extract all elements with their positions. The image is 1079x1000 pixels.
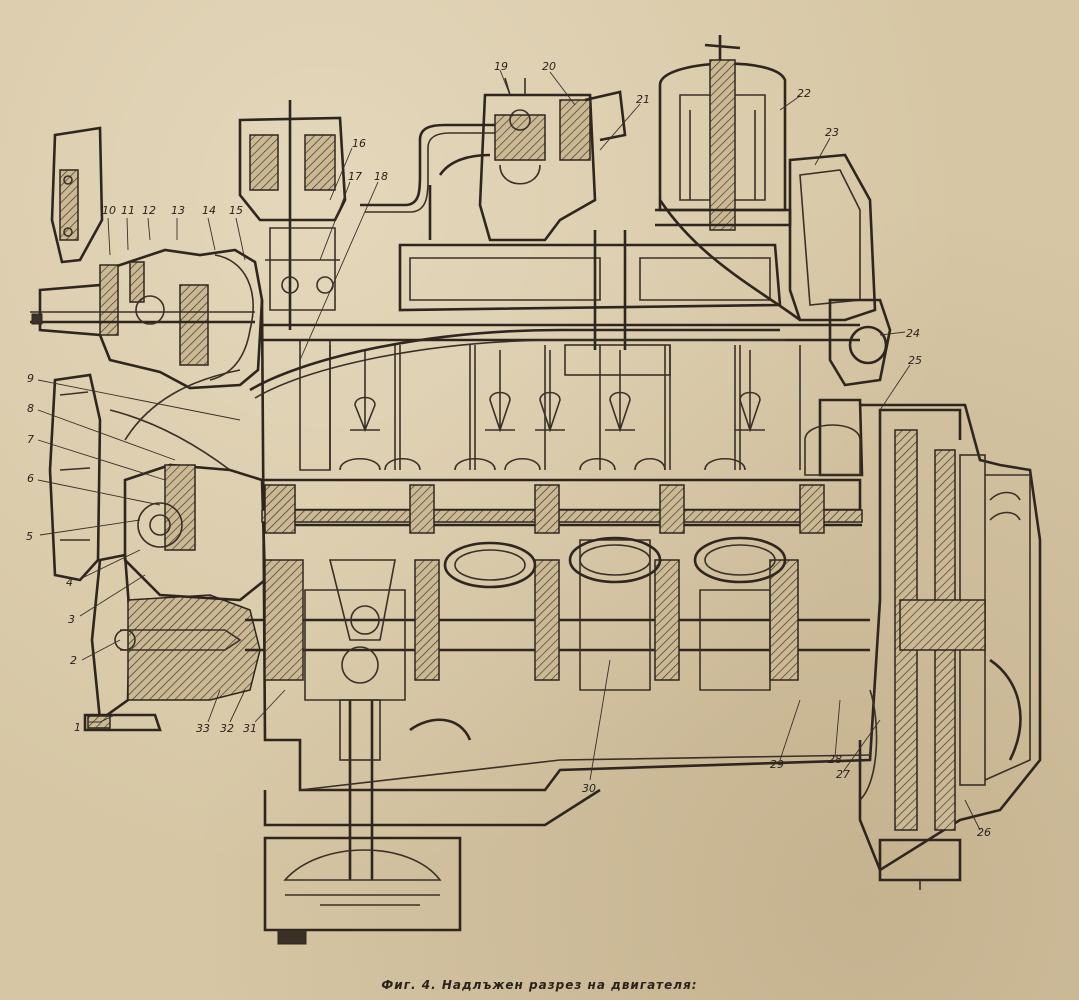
oil-filter bbox=[655, 35, 792, 231]
engine-section-drawing: 1 2 3 4 5 6 7 8 9 10 11 12 13 14 15 16 1… bbox=[26, 35, 1042, 945]
callout-18: 18 bbox=[374, 170, 388, 183]
callout-6: 6 bbox=[27, 472, 34, 485]
callout-13: 13 bbox=[171, 204, 185, 217]
callout-10: 10 bbox=[102, 204, 116, 217]
figure-caption: Фиг. 4. Надлъжен разрез на двигателя: bbox=[0, 978, 1079, 992]
callout-26: 26 bbox=[977, 826, 991, 839]
air-breather bbox=[788, 153, 877, 322]
callout-23: 23 bbox=[825, 126, 839, 139]
carburetor bbox=[478, 77, 627, 242]
fuel-line bbox=[360, 123, 495, 240]
figure-title: Надлъжен разрез на двигателя: bbox=[441, 978, 698, 992]
callout-29: 29 bbox=[770, 758, 784, 771]
callout-31: 31 bbox=[243, 722, 257, 735]
callout-28: 28 bbox=[828, 753, 842, 766]
callout-4: 4 bbox=[66, 576, 73, 589]
callout-12: 12 bbox=[142, 204, 156, 217]
fuel-pump bbox=[238, 100, 347, 330]
figure-number: Фиг. 4. bbox=[381, 978, 437, 992]
intake-manifold bbox=[398, 230, 782, 376]
callout-30: 30 bbox=[582, 782, 596, 795]
oil-sump bbox=[263, 754, 871, 945]
callout-14: 14 bbox=[202, 204, 216, 217]
rear-bracket bbox=[804, 298, 892, 477]
callout-numbers: 1 2 3 4 5 6 7 8 9 10 11 12 13 14 15 16 1… bbox=[26, 60, 991, 839]
callout-8: 8 bbox=[27, 402, 34, 415]
crankshaft bbox=[245, 536, 870, 701]
fan-bracket bbox=[50, 126, 104, 264]
callout-25: 25 bbox=[908, 354, 922, 367]
callout-1: 1 bbox=[74, 721, 81, 734]
callout-2: 2 bbox=[70, 654, 77, 667]
leader-lines bbox=[37, 69, 981, 831]
callout-22: 22 bbox=[797, 87, 811, 100]
callout-7: 7 bbox=[27, 433, 34, 446]
water-pump bbox=[30, 248, 264, 390]
callout-15: 15 bbox=[229, 204, 243, 217]
flywheel-housing bbox=[858, 403, 1042, 890]
camshaft bbox=[261, 484, 863, 534]
oil-line bbox=[249, 199, 801, 399]
callout-9: 9 bbox=[27, 372, 34, 385]
callout-24: 24 bbox=[906, 327, 920, 340]
crankshaft-pulley bbox=[83, 553, 261, 732]
callout-5: 5 bbox=[26, 530, 33, 543]
callout-17: 17 bbox=[348, 170, 362, 183]
callout-27: 27 bbox=[836, 768, 850, 781]
callout-21: 21 bbox=[636, 93, 650, 106]
callout-16: 16 bbox=[352, 137, 366, 150]
callout-33: 33 bbox=[196, 722, 210, 735]
timing-gear-housing bbox=[109, 369, 267, 602]
callout-20: 20 bbox=[542, 60, 556, 73]
callout-32: 32 bbox=[220, 722, 234, 735]
callout-3: 3 bbox=[68, 613, 75, 626]
fan-blade-lower bbox=[48, 373, 102, 582]
callout-19: 19 bbox=[494, 60, 508, 73]
callout-11: 11 bbox=[121, 204, 135, 217]
